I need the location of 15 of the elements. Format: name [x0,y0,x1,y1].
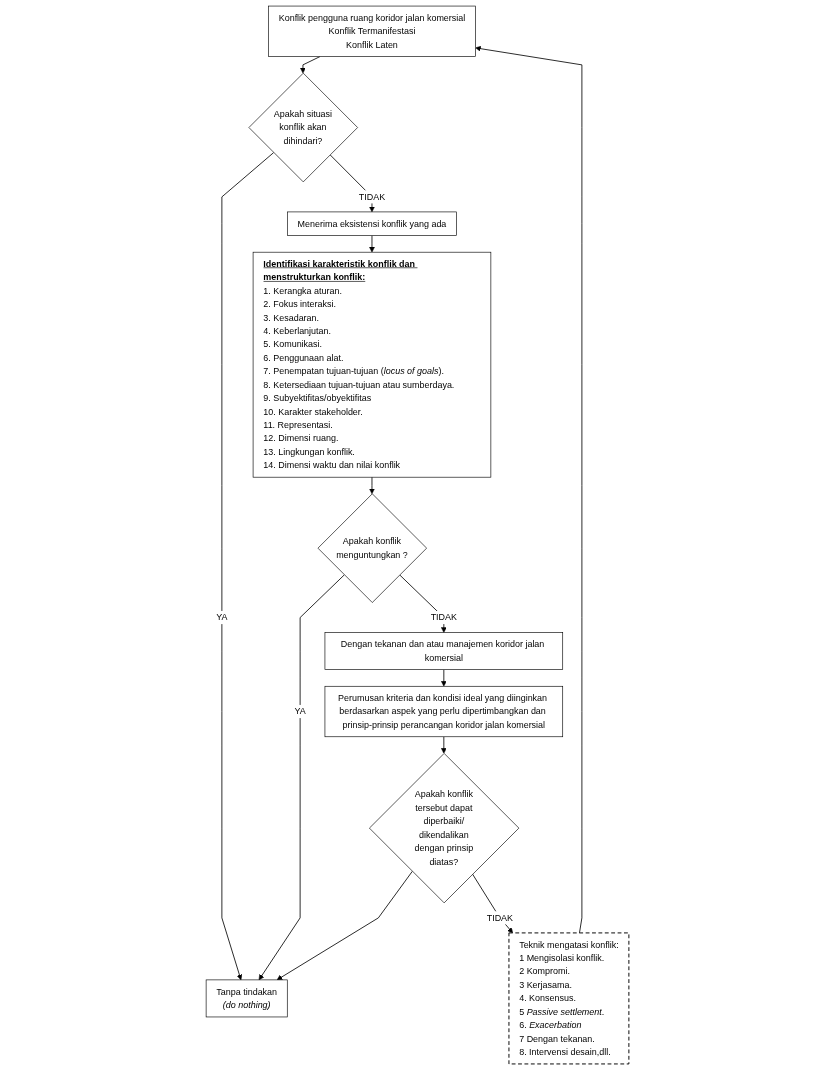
node-box: Menerima eksistensi konflik yang ada [287,211,457,236]
node-box: Perumusan kriteria dan kondisi ideal yang diinginkan berdasarkan aspek yang perlu dipertimbangkan dan prinsip-prinsip perancangan koridor jalan komersial [324,685,564,738]
node-diamond: Apakah situasi konflik akan dihindari? [248,72,358,183]
edge-label: YA [294,706,306,717]
edge-label: YA [216,612,228,623]
edge-label: TIDAK [486,912,514,923]
node-diamond: Apakah konflik menguntungkan ? [317,493,427,603]
node-box: Tanpa tindakan (do nothing) [205,979,288,1018]
node-box: Teknik mengatasi konflik: 1 Mengisolasi konflik. 2 Kompromi. 3 Kerjasama. 4. Konsensus. 5 Passive settlement. 6. Exacerbation 7 Dengan tekanan. 8. Intervensi desain,dll. [508,932,630,1065]
edge-label: TIDAK [358,191,386,202]
edge-label: TIDAK [430,612,458,623]
node-box: Identifikasi karakteristik konflik dan menstrukturkan konflik: 1. Kerangka aturan. 2. Fokus interaksi. 3. Kesadaran. 4. Keberlanjutan. 5. Komunikasi. 6. Penggunaan alat. 7. Penempatan tujuan-tujuan (locus of goals). 8. Ketersediaan tujuan-tujuan atau sumberdaya. 9. Subyektifitas/obyektifitas 10. Karakter stakeholder. 11. Representasi. 12. Dimensi ruang. 13. Lingkungan konflik. 14. Dimensi waktu dan nilai konflik [252,251,492,478]
node-box: Dengan tekanan dan atau manajemen koridor jalan komersial [324,632,564,670]
node-diamond: Apakah konflik tersebut dapat diperbaiki/ dikendalikan dengan prinsip diatas? [369,753,520,904]
node-box: Konflik pengguna ruang koridor jalan komersial Konflik Termanifestasi Konflik Laten [268,5,476,57]
